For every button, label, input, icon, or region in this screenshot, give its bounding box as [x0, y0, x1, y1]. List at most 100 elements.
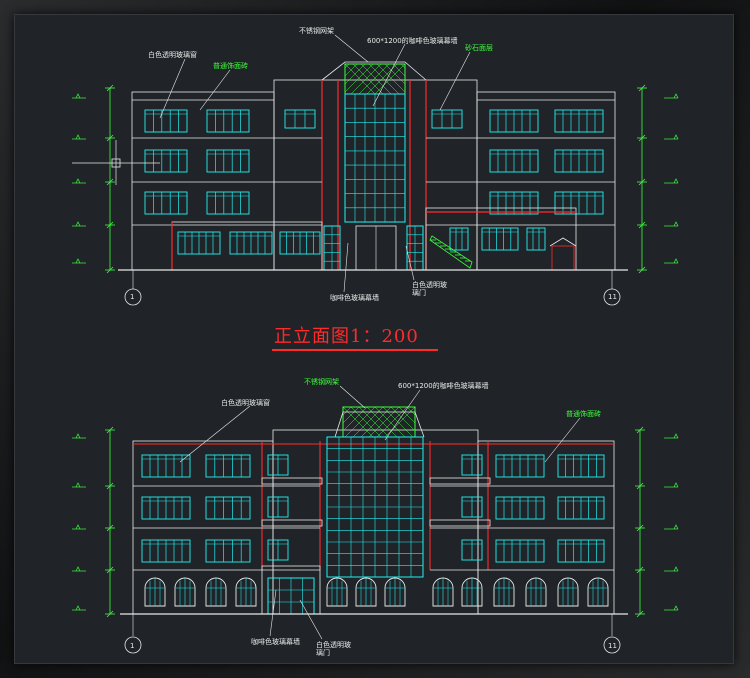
label-glass-door-top: 白色透明玻璃门	[412, 281, 447, 297]
lattice-line	[358, 63, 390, 95]
dimension-tick	[638, 134, 646, 142]
leader-line	[199, 69, 231, 111]
lattice-line	[342, 406, 374, 438]
level-triangle	[75, 524, 81, 530]
level-triangle	[673, 524, 679, 530]
label-curtain-wall-top: 600*1200的咖啡色玻璃幕墙	[367, 37, 458, 45]
level-triangle	[673, 93, 679, 99]
window-left-wing	[144, 109, 188, 133]
lattice-line	[344, 63, 350, 69]
leader-line	[439, 51, 471, 111]
drawing-title: 正立面图1：200	[274, 326, 419, 347]
lattice-line	[344, 63, 366, 85]
level-triangle	[673, 566, 679, 572]
lattice-line	[350, 63, 382, 95]
roof-cap-b	[334, 411, 425, 438]
lattice-line	[384, 406, 416, 438]
cursor-box	[111, 158, 121, 168]
balcony	[429, 519, 491, 527]
stainless-grid-bottom	[342, 406, 416, 438]
podium-right	[425, 207, 577, 271]
window-tower	[431, 109, 463, 129]
window-left-wing	[206, 149, 250, 173]
axis-bubble-left-top	[124, 288, 142, 306]
label-white-glass-window-top: 白色透明玻璃窗	[148, 51, 197, 59]
window-left-wing	[206, 109, 250, 133]
level-triangle	[673, 221, 679, 227]
window-left-b	[205, 539, 251, 563]
level-triangle	[673, 258, 679, 264]
dimension-tick	[106, 221, 114, 229]
window-tower	[284, 109, 316, 129]
lattice-line	[342, 406, 352, 416]
lattice-line	[344, 63, 376, 95]
level-triangle	[75, 178, 81, 184]
balcony	[261, 477, 323, 485]
label-stainless-grid-top: 不锈钢网架	[299, 27, 334, 35]
lattice-line	[344, 406, 376, 438]
leader-line	[343, 242, 349, 293]
level-triangle	[75, 433, 81, 439]
leader-line	[179, 405, 251, 463]
label-brick-wall-top: 砂石面层	[465, 44, 493, 52]
lattice-line	[368, 406, 400, 438]
dimension-tick	[106, 178, 114, 186]
lattice-line	[350, 406, 382, 438]
leader-line	[384, 389, 421, 441]
dimension-tick	[106, 266, 114, 274]
dimension-tick	[106, 566, 114, 574]
level-triangle	[673, 178, 679, 184]
lattice-line	[344, 63, 358, 77]
axis-label-left-bottom: 1	[130, 642, 135, 650]
lattice-line	[352, 406, 384, 438]
dimension-tick	[636, 482, 644, 490]
balcony	[429, 477, 491, 485]
dimension-tick	[106, 482, 114, 490]
lattice-line	[376, 406, 408, 438]
axis-bubble-left-bottom	[124, 636, 142, 654]
label-glass-door-bottom: 白色透明玻璃门	[316, 641, 351, 657]
axis-label-left-top: 1	[130, 293, 135, 301]
dimension-tick	[636, 426, 644, 434]
dimension-tick	[106, 524, 114, 532]
leader-line	[159, 58, 186, 119]
dimension-tick	[636, 566, 644, 574]
window-podium	[449, 227, 469, 251]
window-podium	[481, 227, 519, 251]
lattice-line	[360, 63, 392, 95]
label-coffee-curtain-wall-bottom: 咖啡色玻璃幕墙	[251, 638, 300, 646]
lattice-line	[342, 406, 360, 424]
lattice-line	[382, 406, 414, 438]
dimension-tick	[636, 524, 644, 532]
level-triangle	[75, 258, 81, 264]
dimension-tick	[638, 221, 646, 229]
dimension-tick	[638, 266, 646, 274]
level-triangle	[673, 134, 679, 140]
level-triangle	[673, 433, 679, 439]
window-left-b	[205, 496, 251, 520]
axis-label-right-top: 11	[608, 293, 617, 301]
leader-line	[405, 245, 415, 281]
dimension-tick	[106, 426, 114, 434]
lattice-line	[344, 63, 374, 93]
leader-line	[299, 599, 323, 640]
axis-bubble-right-top	[603, 288, 621, 306]
level-triangle	[673, 605, 679, 611]
podium-left	[171, 221, 323, 271]
stair-rail	[429, 235, 473, 269]
window-left-wing	[206, 191, 250, 215]
dimension-tick	[106, 134, 114, 142]
window-left-wing	[144, 149, 188, 173]
window-left-b	[205, 454, 251, 478]
window-left-wing	[144, 191, 188, 215]
lattice-line	[374, 63, 406, 95]
level-triangle	[75, 134, 81, 140]
leader-line	[334, 34, 369, 63]
dimension-tick	[636, 610, 644, 618]
side-entry-roof	[549, 237, 577, 247]
level-triangle	[75, 93, 81, 99]
lattice-line	[358, 406, 390, 438]
leader-line	[269, 589, 277, 637]
lattice-line	[368, 63, 400, 95]
level-triangle	[673, 482, 679, 488]
